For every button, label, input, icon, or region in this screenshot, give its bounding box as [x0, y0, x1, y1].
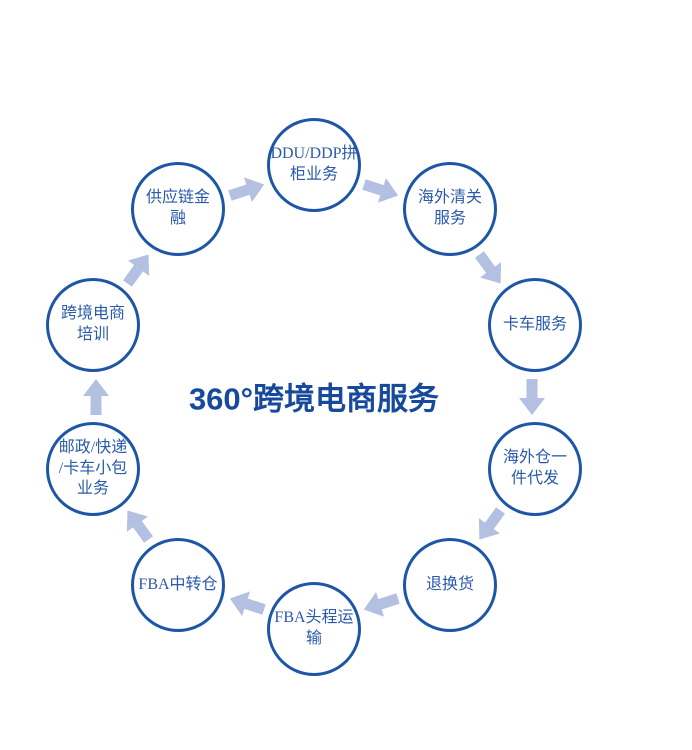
- block-arrow-icon: [360, 172, 402, 208]
- node-label: 海外仓一 件代发: [502, 449, 567, 487]
- block-arrow-icon: [469, 247, 511, 291]
- node-supply-chain-finance: 供应链金 融: [131, 162, 225, 256]
- block-arrow-icon: [226, 172, 268, 208]
- block-arrow-icon: [117, 247, 159, 291]
- node-label: FBA中转仓: [138, 575, 218, 593]
- node-truck-service: 卡车服务: [488, 278, 582, 372]
- block-arrow-icon: [360, 586, 402, 622]
- diagram-title: 360°跨境电商服务: [188, 381, 440, 417]
- node-label: 供应链金 融: [145, 189, 210, 227]
- node-postal-express-truck-parcel: 邮政/快递 /卡车小包 业务: [46, 422, 140, 516]
- node-returns-exchange: 退换货: [403, 538, 497, 632]
- node-label: DDU/DDP拼 柜业务: [270, 145, 358, 183]
- block-arrow-icon: [226, 586, 268, 622]
- block-arrow-icon: [519, 379, 545, 415]
- node-label: 邮政/快递 /卡车小包 业务: [58, 438, 128, 498]
- node-fba-transit-warehouse: FBA中转仓: [131, 538, 225, 632]
- block-arrow-icon: [469, 503, 511, 547]
- node-ddu-ddp-consolidation: DDU/DDP拼 柜业务: [267, 118, 361, 212]
- node-label: FBA头程运 输: [274, 609, 354, 647]
- node-overseas-warehouse-dropshipping: 海外仓一 件代发: [488, 422, 582, 516]
- node-overseas-customs-clearance: 海外清关 服务: [403, 162, 497, 256]
- node-fba-first-leg-transport: FBA头程运 输: [267, 582, 361, 676]
- node-cross-border-ecommerce-training: 跨境电商 培训: [46, 278, 140, 372]
- node-label: 卡车服务: [502, 315, 567, 333]
- block-arrow-icon: [117, 503, 159, 547]
- node-label: 退换货: [425, 575, 474, 593]
- block-arrow-icon: [83, 379, 109, 415]
- node-label: 跨境电商 培训: [60, 305, 125, 343]
- node-label: 海外清关 服务: [417, 189, 482, 227]
